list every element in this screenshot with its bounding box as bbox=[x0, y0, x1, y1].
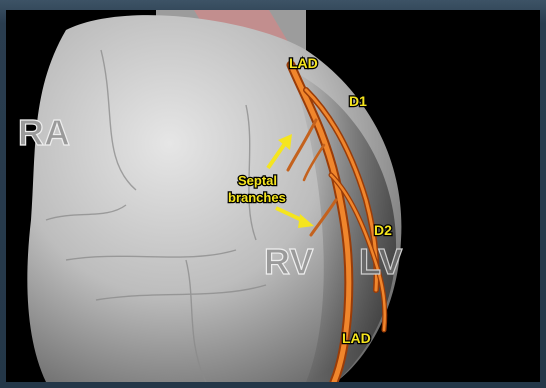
label-lad-top: LAD bbox=[289, 55, 318, 71]
label-lv: LV bbox=[359, 241, 402, 282]
label-lad-bottom: LAD bbox=[342, 330, 371, 346]
label-d1: D1 bbox=[349, 93, 367, 109]
label-d2: D2 bbox=[374, 222, 392, 238]
label-ra: RA bbox=[18, 112, 70, 153]
heart-diagram: RA RV LV LAD D1 Septal branches D2 LAD bbox=[6, 10, 540, 382]
label-septal-line1: Septal bbox=[238, 173, 277, 188]
label-septal-line2: branches bbox=[228, 190, 286, 205]
image-viewport: RA RV LV LAD D1 Septal branches D2 LAD bbox=[6, 10, 540, 382]
label-rv: RV bbox=[264, 241, 313, 282]
